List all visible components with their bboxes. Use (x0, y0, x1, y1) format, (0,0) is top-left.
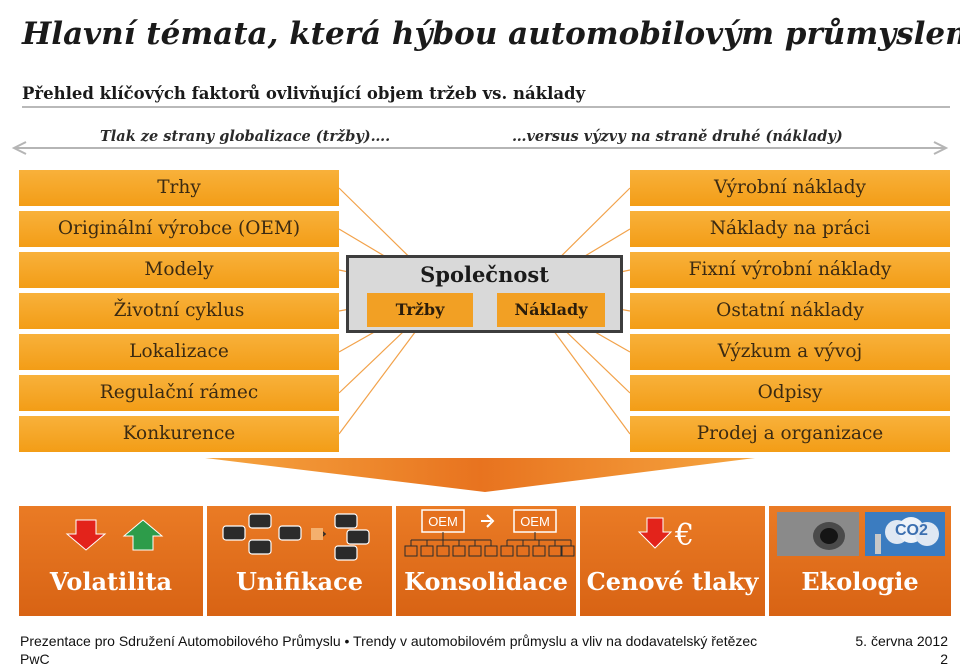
cost-label: Náklady (497, 293, 605, 327)
price-down-arrow-icon (637, 517, 673, 549)
card-volatility-label: Volatilita (49, 567, 173, 596)
funnel-arrow (205, 458, 755, 492)
card-price-pressure-label: Cenové tlaky (586, 567, 759, 596)
ecology-photos-icon (777, 512, 945, 556)
left-factor-lifecycle: Životní cyklus (19, 293, 339, 329)
right-factor-production-costs: Výrobní náklady (630, 170, 950, 206)
card-unification-label: Unifikace (235, 567, 363, 596)
revenue-label: Tržby (367, 293, 473, 327)
right-factor-other-costs: Ostatní náklady (630, 293, 950, 329)
consolidation-diagram-icon (404, 509, 575, 557)
co2-label: CO2 (895, 522, 928, 539)
card-volatility: Volatilita (19, 506, 203, 616)
right-factor-sales-org: Prodej a organizace (630, 416, 950, 452)
left-factor-oem: Originální výrobce (OEM) (19, 211, 339, 247)
left-factor-regulation: Regulační rámec (19, 375, 339, 411)
cost-challenges-caption: …versus výzvy na straně druhé (náklady) (512, 128, 843, 145)
card-price-pressure: € Cenové tlaky (580, 506, 765, 616)
footer-page-number: 2 (940, 651, 948, 667)
card-ecology-label: Ekologie (801, 567, 919, 596)
oem-right-label: OEM (520, 514, 550, 529)
right-factor-fixed-costs: Fixní výrobní náklady (630, 252, 950, 288)
right-factor-labor-costs: Náklady na práci (630, 211, 950, 247)
right-factor-rnd: Výzkum a vývoj (630, 334, 950, 370)
left-factor-markets: Trhy (19, 170, 339, 206)
left-factor-localization: Lokalizace (19, 334, 339, 370)
double-headed-arrow (11, 141, 949, 155)
volatility-arrows-icon (65, 519, 164, 551)
oem-left-label: OEM (428, 514, 458, 529)
cars-unification-icon (222, 513, 370, 561)
right-factor-depreciation: Odpisy (630, 375, 950, 411)
company-title: Společnost (420, 262, 549, 287)
card-ecology: CO2 Ekologie (769, 506, 951, 616)
left-factor-competition: Konkurence (19, 416, 339, 452)
footer-date: 5. června 2012 (855, 633, 948, 649)
card-unification: Unifikace (207, 506, 392, 616)
revenue-pressure-caption: Tlak ze strany globalizace (tržby)…. (100, 128, 391, 145)
page-title: Hlavní témata, která hýbou automobilovým… (22, 16, 960, 52)
left-factor-models: Modely (19, 252, 339, 288)
footer-text: Prezentace pro Sdružení Automobilového P… (20, 633, 758, 649)
card-consolidation-label: Konsolidace (404, 567, 568, 596)
subtitle-divider (22, 106, 950, 108)
euro-icon: € (675, 518, 695, 553)
page-subtitle: Přehled klíčových faktorů ovlivňující ob… (22, 84, 586, 103)
card-consolidation: OEM OEM Konsolidace (396, 506, 576, 616)
footer-brand: PwC (20, 651, 50, 667)
